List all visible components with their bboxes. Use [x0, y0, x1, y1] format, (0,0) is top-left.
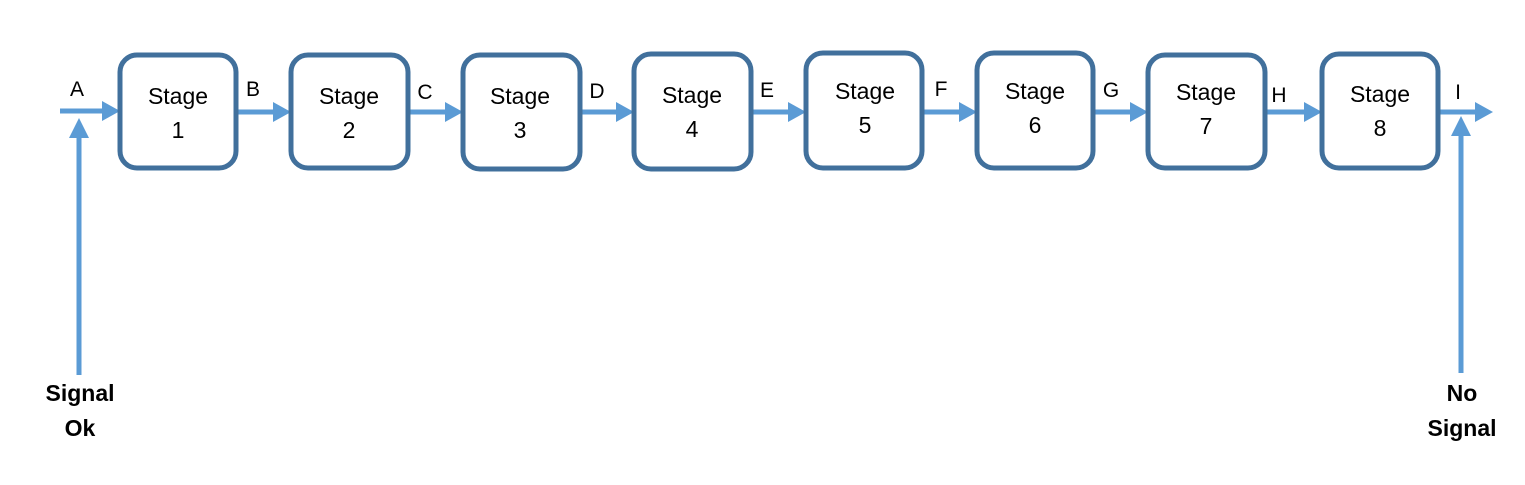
- stage-3-label-line1: Stage: [490, 83, 550, 109]
- arrow-stage-7-to-8: [1265, 102, 1322, 122]
- stage-1-label-line1: Stage: [148, 83, 208, 109]
- stage-8-label-line2: 8: [1374, 115, 1387, 141]
- stage-5-label-line1: Stage: [835, 78, 895, 104]
- node-label-c: C: [417, 81, 432, 104]
- signal-ok-label-line1: Signal: [45, 380, 114, 406]
- stage-box-5: Stage 5: [803, 50, 925, 171]
- node-label-b: B: [246, 78, 260, 101]
- arrow-stage-8-out: [1438, 102, 1493, 122]
- node-label-e: E: [760, 79, 774, 102]
- stage-6-label-line2: 6: [1029, 112, 1042, 138]
- signal-ok-label: Signal Ok: [45, 380, 114, 441]
- arrow-stage-3-to-4: [580, 102, 634, 122]
- stage-4-label-line2: 4: [686, 116, 699, 142]
- connector-arrows: [60, 101, 1493, 122]
- arrow-stage-4-to-5: [751, 102, 806, 122]
- no-signal-arrow: [1451, 116, 1471, 373]
- stage-5-label-line2: 5: [859, 112, 872, 138]
- stage-box-1: Stage 1: [117, 52, 239, 171]
- node-label-d: D: [589, 80, 604, 103]
- arrow-stage-6-to-7: [1093, 102, 1148, 122]
- stage-box-6: Stage 6: [974, 50, 1096, 171]
- signal-ok-label-line2: Ok: [65, 415, 96, 441]
- stage-2-label-line1: Stage: [319, 83, 379, 109]
- arrow-stage-5-to-6: [922, 102, 977, 122]
- stage-6-label-line1: Stage: [1005, 78, 1065, 104]
- stage-7-label-line1: Stage: [1176, 79, 1236, 105]
- no-signal-label: No Signal: [1427, 380, 1496, 441]
- stage-box-4: Stage 4: [631, 51, 754, 172]
- stage-box-3: Stage 3: [460, 52, 583, 172]
- no-signal-label-line2: Signal: [1427, 415, 1496, 441]
- node-label-i: I: [1455, 81, 1461, 104]
- stage-box-7: Stage 7: [1145, 52, 1268, 171]
- stage-3-label-line2: 3: [514, 117, 527, 143]
- stage-8-label-line1: Stage: [1350, 81, 1410, 107]
- no-signal-label-line1: No: [1447, 380, 1478, 406]
- arrow-in-to-stage-1: [60, 101, 120, 121]
- stage-4-label-line1: Stage: [662, 82, 722, 108]
- stage-7-label-line2: 7: [1200, 113, 1213, 139]
- node-labels: A B C D E F G H I: [70, 78, 1461, 107]
- node-label-a: A: [70, 78, 84, 101]
- node-label-g: G: [1103, 79, 1119, 102]
- node-label-h: H: [1271, 84, 1286, 107]
- stage-2-label-line2: 2: [343, 117, 356, 143]
- stage-box-2: Stage 2: [288, 52, 411, 171]
- arrow-stage-1-to-2: [236, 102, 291, 122]
- node-label-f: F: [935, 78, 948, 101]
- stage-box-8: Stage 8: [1319, 51, 1441, 171]
- stage-1-label-line2: 1: [172, 117, 185, 143]
- arrow-stage-2-to-3: [408, 102, 463, 122]
- signal-ok-arrow: [69, 118, 89, 375]
